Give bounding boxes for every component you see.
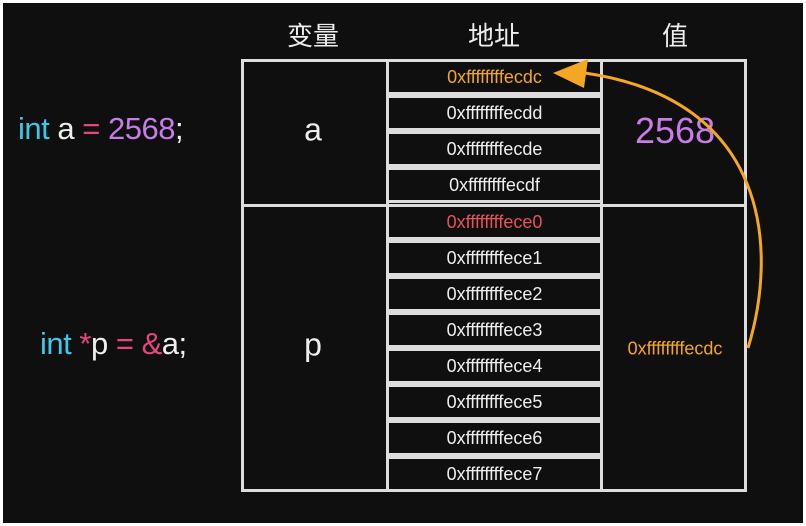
address-cell: 0xffffffffece0	[386, 204, 603, 240]
arrowhead-icon	[553, 59, 588, 88]
header-variable: 变量	[286, 22, 340, 52]
address-cell: 0xffffffffece2	[386, 276, 603, 312]
code-value: 2568	[107, 111, 175, 146]
code-line-p: int *p = &a;	[40, 326, 187, 362]
address-cell: 0xffffffffecdf	[386, 167, 603, 203]
code-star: *	[79, 326, 91, 361]
code-name: p	[90, 326, 108, 361]
code-op: =	[115, 326, 134, 361]
pointer-arrow-curve	[584, 71, 763, 349]
code-op: =	[82, 111, 100, 146]
address-cell: 0xffffffffecde	[386, 131, 603, 167]
code-end: ;	[178, 326, 188, 361]
code-line-a: int a = 2568;	[18, 111, 184, 147]
address-cell: 0xffffffffece5	[386, 384, 603, 420]
code-name: a	[57, 111, 75, 146]
value-a: 2568	[634, 110, 716, 151]
header-value: 值	[661, 22, 689, 52]
address-cell: 0xffffffffece6	[386, 420, 603, 456]
address-cell: 0xffffffffecdd	[386, 95, 603, 131]
code-amp: &	[141, 326, 163, 361]
code-end: ;	[174, 111, 184, 146]
value-p: 0xffffffffecdc	[627, 338, 723, 359]
variable-name-a: a	[304, 111, 322, 148]
diagram-canvas	[3, 3, 803, 523]
code-type: int	[40, 326, 72, 361]
variable-name-p: p	[304, 326, 322, 363]
address-cell: 0xffffffffece7	[386, 456, 603, 492]
address-cell: 0xffffffffece3	[386, 312, 603, 348]
code-ref: a	[161, 326, 179, 361]
code-type: int	[18, 111, 50, 146]
header-address: 地址	[467, 22, 521, 52]
address-cell: 0xffffffffece4	[386, 348, 603, 384]
address-cell: 0xffffffffece1	[386, 240, 603, 276]
